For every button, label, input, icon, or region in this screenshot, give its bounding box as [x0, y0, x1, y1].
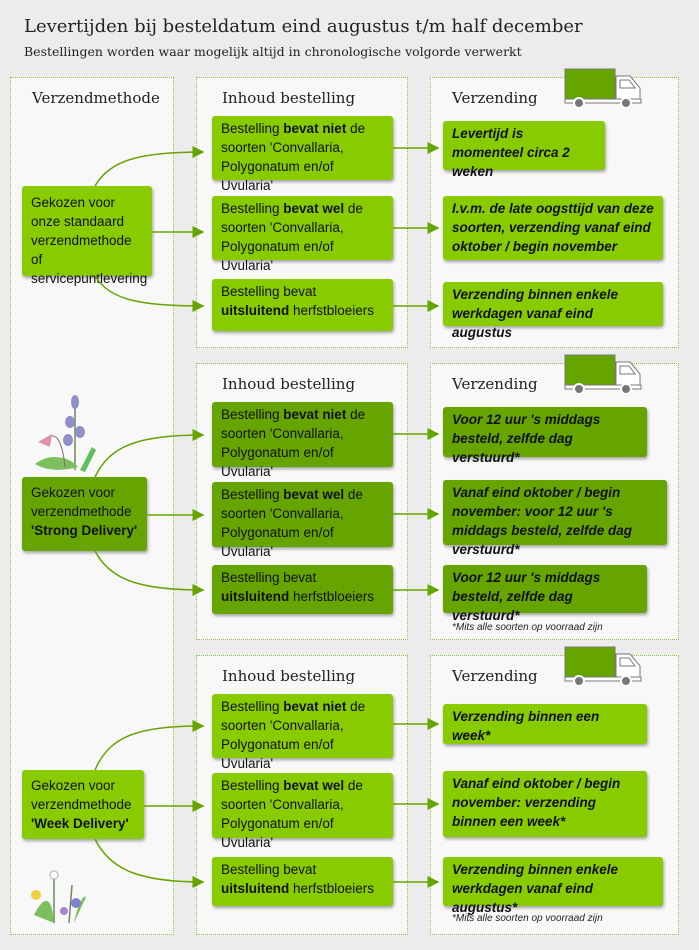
- shipping-box: Voor 12 uur 's middags besteld, zelfde d…: [443, 407, 647, 465]
- shipping-heading: Verzending: [452, 375, 538, 393]
- page-subtitle: Bestellingen worden waar mogelijk altijd…: [24, 44, 522, 59]
- arrow: [94, 429, 205, 478]
- flower-illustration-icon: [35, 395, 96, 472]
- content-heading: Inhoud bestelling: [222, 667, 356, 685]
- method-line: verzendmethode of: [31, 233, 132, 267]
- shipping-box: Verzending binnen enkele werkdagen vanaf…: [443, 282, 663, 340]
- content-box: Bestelling bevat niet de soorten 'Conval…: [212, 694, 393, 771]
- arrow: [94, 550, 205, 596]
- content-box: Bestelling bevat wel de soorten 'Convall…: [212, 482, 393, 559]
- shipping-box: I.v.m. de late oogsttijd van deze soorte…: [443, 196, 663, 260]
- content-box: Bestelling bevat uitsluitend herfstbloei…: [212, 565, 393, 614]
- arrow: [94, 146, 205, 187]
- content-box: Bestelling bevat niet de soorten 'Conval…: [212, 116, 393, 193]
- method-line: 'Strong Delivery': [31, 523, 138, 538]
- method-line: verzendmethode: [31, 797, 132, 812]
- arrow: [94, 275, 205, 312]
- method-line: Gekozen voor: [31, 195, 116, 210]
- content-box: Bestelling bevat wel de soorten 'Convall…: [212, 196, 393, 273]
- method-box: Gekozen voor onze standaard verzendmethode…: [22, 186, 152, 286]
- shipping-box: Voor 12 uur 's middags besteld, zelfde d…: [443, 565, 647, 623]
- flower-illustration-icon: [31, 870, 86, 924]
- method-box: Gekozen voor verzendmethode 'Strong Delive…: [22, 477, 147, 551]
- truck-icon: [564, 68, 642, 109]
- content-box: Bestelling bevat uitsluitend herfstbloei…: [212, 857, 393, 906]
- shipping-box: Vanaf eind oktober / begin november: ver…: [443, 771, 647, 837]
- content-heading: Inhoud bestelling: [222, 89, 356, 107]
- shipping-heading: Verzending: [452, 667, 538, 685]
- method-heading: Verzendmethode: [32, 89, 160, 107]
- shipping-box: Levertijd is momenteel circa 2 weken: [443, 121, 605, 179]
- truck-icon: [564, 646, 642, 687]
- method-line: Gekozen voor: [31, 778, 116, 793]
- content-box: Bestelling bevat uitsluitend herfstbloei…: [212, 279, 393, 331]
- page-title: Levertijden bij besteldatum eind augustu…: [24, 16, 583, 37]
- shipping-heading: Verzending: [452, 89, 538, 107]
- content-heading: Inhoud bestelling: [222, 375, 356, 393]
- shipping-box: Vanaf eind oktober / begin november: voo…: [443, 480, 667, 557]
- method-line: 'Week Delivery': [31, 816, 129, 831]
- shipping-box: Verzending binnen enkele werkdagen vanaf…: [443, 857, 663, 915]
- content-box: Bestelling bevat niet de soorten 'Conval…: [212, 402, 393, 479]
- method-box: Gekozen voor verzendmethode 'Week Delivery…: [22, 770, 144, 839]
- shipping-box: Verzending binnen een week*: [443, 704, 647, 744]
- arrow: [94, 720, 205, 771]
- content-box: Bestelling bevat wel de soorten 'Convall…: [212, 773, 393, 850]
- arrow: [94, 838, 205, 888]
- method-line: servicepuntlevering: [31, 271, 148, 286]
- method-line: onze standaard: [31, 214, 125, 229]
- method-line: verzendmethode: [31, 504, 132, 519]
- method-line: Gekozen voor: [31, 485, 116, 500]
- stock-note: *Mits alle soorten op voorraad zijn: [452, 913, 603, 924]
- truck-icon: [564, 354, 642, 395]
- stock-note: *Mits alle soorten op voorraad zijn: [452, 622, 603, 633]
